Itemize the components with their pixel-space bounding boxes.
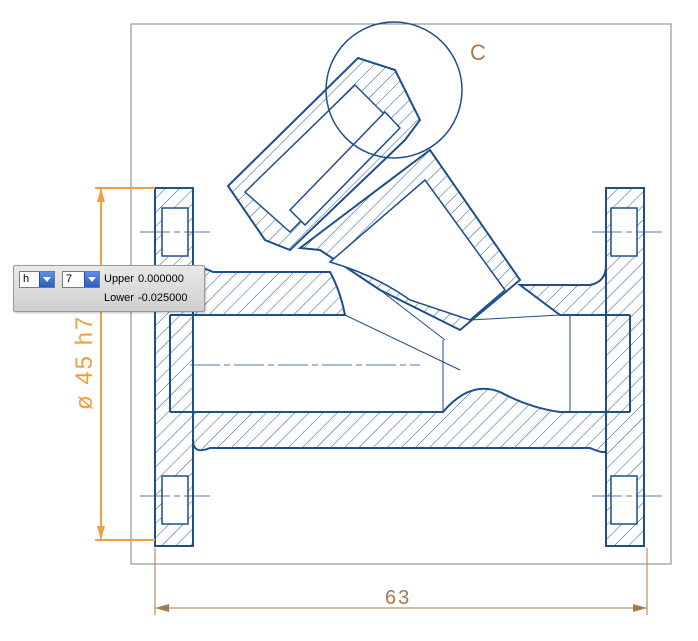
length-dimension: 63 <box>154 548 648 615</box>
upper-value[interactable]: 0.000000 <box>137 273 184 285</box>
fit-grade-value: 7 <box>66 273 73 285</box>
left-flange <box>154 187 194 547</box>
lower-tolerance-row: Lower-0.025000 <box>104 292 192 304</box>
lower-label: Lower <box>104 292 134 304</box>
fit-letter-select[interactable]: h <box>19 271 55 288</box>
chevron-down-icon[interactable] <box>84 272 99 287</box>
diameter-dimension: ø 45 h7 <box>71 187 155 541</box>
chevron-down-icon[interactable] <box>39 272 54 287</box>
inclined-branch <box>226 56 561 371</box>
length-dimension-text[interactable]: 63 <box>385 587 411 609</box>
detail-label: C <box>470 40 486 65</box>
right-flange <box>605 187 645 547</box>
fit-grade-select[interactable]: 7 <box>62 271 100 288</box>
centerlines <box>140 231 662 497</box>
detail-circle <box>325 21 463 159</box>
upper-label: Upper <box>104 273 134 285</box>
diameter-dimension-text[interactable]: ø 45 h7 <box>71 315 98 410</box>
fit-letter-value: h <box>23 273 30 285</box>
pipe-body <box>169 264 631 454</box>
lower-value[interactable]: -0.025000 <box>137 292 188 304</box>
